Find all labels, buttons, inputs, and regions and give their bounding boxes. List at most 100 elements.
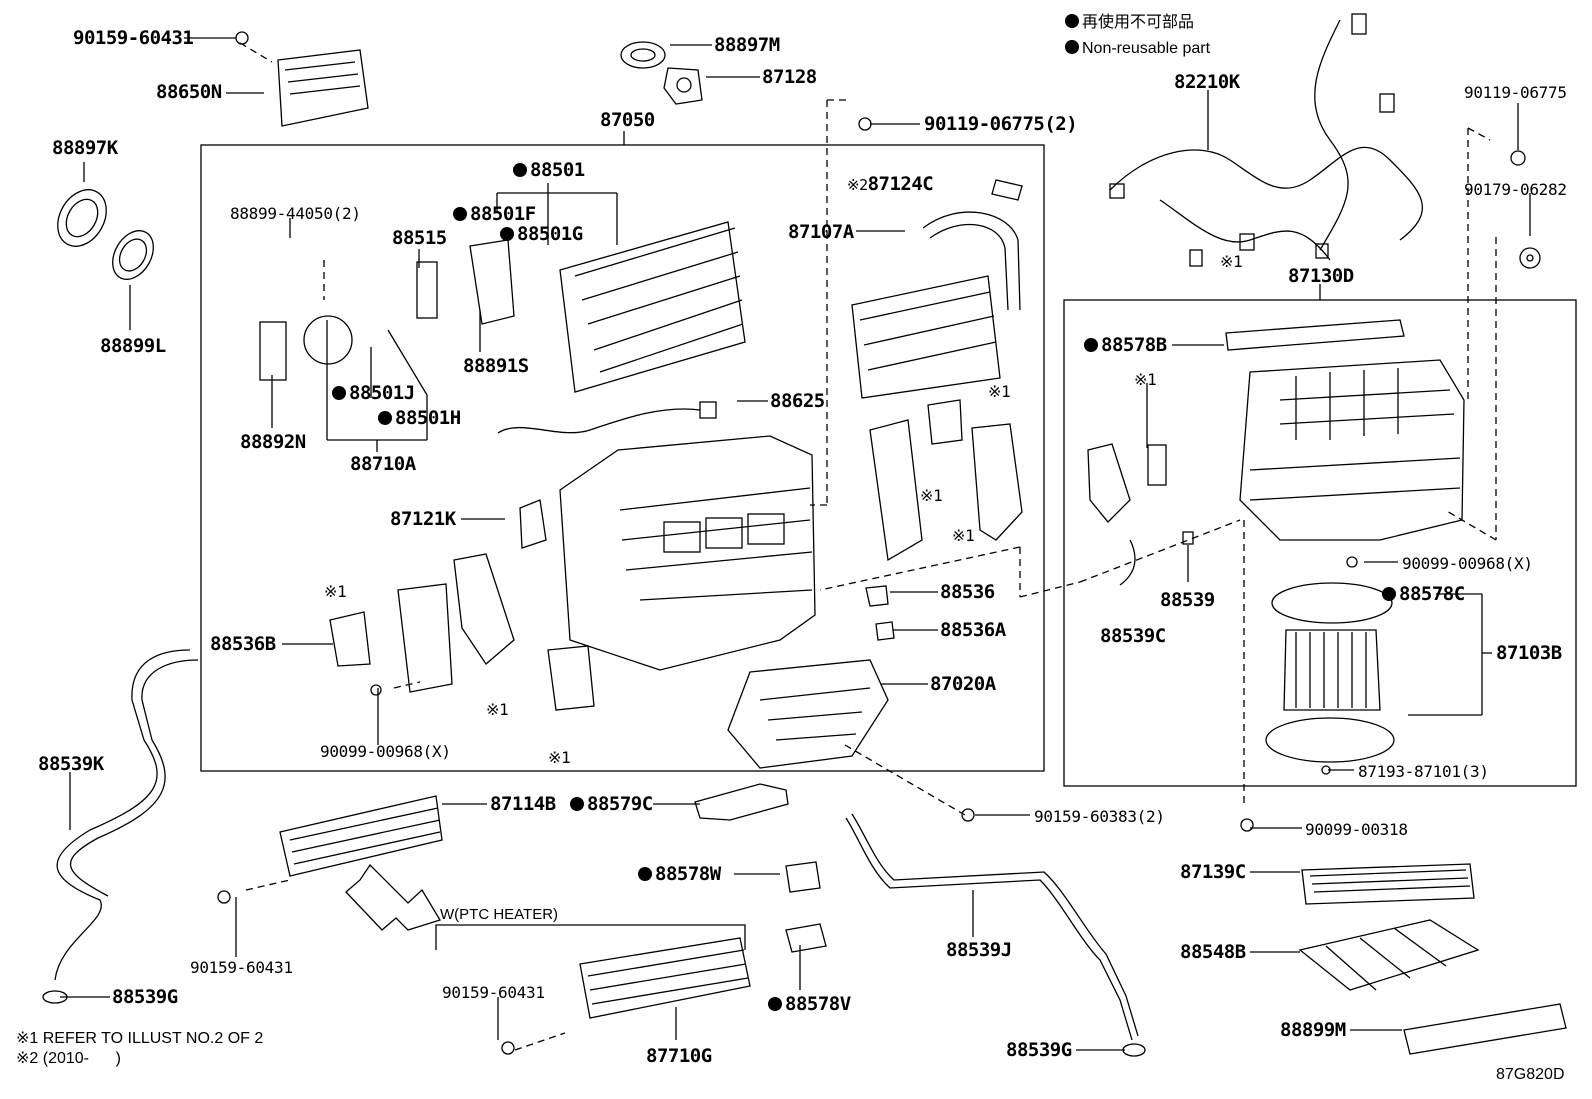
non-reusable-dot-icon (1382, 587, 1396, 601)
legend-en: Non-reusable part (1065, 40, 1210, 58)
part-label-text: 88578W (655, 863, 721, 885)
part-label: 87121K (390, 508, 456, 530)
part-label-text: 88501J (349, 382, 415, 404)
part-label-text: 88578C (1399, 583, 1465, 605)
non-reusable-dot-icon (570, 797, 584, 811)
part-label: 88710A (350, 453, 416, 475)
part-label: 82210K (1174, 71, 1240, 93)
part-label: 87193-87101(3) (1358, 762, 1489, 781)
part-label: 88536 (940, 581, 995, 603)
part-label: 87114B (490, 793, 556, 815)
part-label: 90099-00968(X) (320, 742, 451, 761)
part-label: 90159-60431 (190, 958, 293, 977)
leader-lines (60, 37, 1531, 1051)
part-label-text: 88501H (395, 407, 461, 429)
part-label: 87020A (930, 673, 996, 695)
part-label: 88536B (210, 633, 276, 655)
non-reusable-dot-icon (513, 163, 527, 177)
part-label: 90179-06282 (1464, 180, 1567, 199)
non-reusable-dot-icon (1065, 14, 1079, 28)
dashed-lines (239, 42, 1497, 1051)
part-label: 90159-60383(2) (1034, 807, 1165, 826)
part-label: 88897K (52, 137, 118, 159)
ref-mark: ※1 (324, 582, 347, 601)
part-label: 88539C (1100, 625, 1166, 647)
part-label: 88891S (463, 355, 529, 377)
non-reusable-dot-icon (1065, 40, 1079, 54)
part-label: 90099-00968(X) (1402, 554, 1533, 573)
part-label: 90159-60431 (73, 27, 194, 49)
part-label: 88539G (1006, 1039, 1072, 1061)
part-label-text: 88579C (587, 793, 653, 815)
part-label: 88539 (1160, 589, 1215, 611)
part-label: 88892N (240, 431, 306, 453)
part-label: 88899L (100, 335, 166, 357)
part-label: 90099-00318 (1305, 820, 1408, 839)
footnote-2: ※2 (2010- ) (16, 1050, 121, 1067)
part-label: 88650N (156, 81, 222, 103)
part-label-non-reusable: 88578V (768, 994, 851, 1014)
non-reusable-dot-icon (768, 997, 782, 1011)
part-label: 88515 (392, 227, 447, 249)
part-illustrations (42, 13, 1567, 1057)
part-label-text: 88501 (530, 159, 585, 181)
part-label-text: 88578B (1101, 334, 1167, 356)
part-label: 90119-06775 (1464, 83, 1567, 102)
part-label: 90159-60431 (442, 983, 545, 1002)
part-label: 87107A (788, 221, 854, 243)
part-label: 87103B (1496, 642, 1562, 664)
part-label: 87050 (600, 109, 655, 131)
part-label-text: 88578V (785, 993, 851, 1015)
ref-mark: ※1 (1220, 252, 1243, 271)
non-reusable-dot-icon (453, 207, 467, 221)
footnote-1: ※1 REFER TO ILLUST NO.2 OF 2 (16, 1030, 264, 1047)
part-label: 88539K (38, 753, 104, 775)
part-label: 88899M (1280, 1019, 1346, 1041)
part-label: 87710G (646, 1045, 712, 1067)
legend-en-text: Non-reusable part (1082, 40, 1211, 57)
part-label: 87128 (762, 66, 817, 88)
non-reusable-dot-icon (500, 227, 514, 241)
part-label: 88536A (940, 619, 1006, 641)
part-label: 90119-06775(2) (924, 113, 1078, 135)
part-label: 87139C (1180, 861, 1246, 883)
non-reusable-dot-icon (1084, 338, 1098, 352)
figure-code: 87G820D (1496, 1066, 1565, 1083)
part-label-text: 88501G (517, 223, 583, 245)
non-reusable-dot-icon (378, 411, 392, 425)
part-label-text: 88501F (470, 203, 536, 225)
ref-mark: ※1 (988, 382, 1011, 401)
non-reusable-dot-icon (638, 867, 652, 881)
part-label: 87130D (1288, 265, 1354, 287)
part-label: 88539G (112, 986, 178, 1008)
ref-mark: ※1 (486, 700, 509, 719)
part-label: 88539J (946, 939, 1012, 961)
part-label-non-reusable: 88501 (513, 160, 585, 180)
legend-jp-text: 再使用不可部品 (1082, 14, 1195, 31)
part-label-text: 87124C (867, 173, 934, 195)
part-label: 88548B (1180, 941, 1246, 963)
part-label: 88897M (714, 34, 780, 56)
part-label-non-reusable: 88578C (1382, 584, 1465, 604)
ref-mark: ※1 (1134, 370, 1157, 389)
part-label: 88625 (770, 390, 825, 412)
part-label-non-reusable: 88579C (570, 794, 653, 814)
part-label-non-reusable: 88501J (332, 383, 415, 403)
ref-mark: ※1 (548, 748, 571, 767)
ref-mark: ※1 (920, 486, 943, 505)
non-reusable-dot-icon (332, 386, 346, 400)
legend-jp: 再使用不可部品 (1065, 14, 1194, 32)
part-label-non-reusable: 88578B (1084, 335, 1167, 355)
part-label-non-reusable: 88501F (453, 204, 536, 224)
part-label-non-reusable: 88578W (638, 864, 721, 884)
part-label-non-reusable: 88501H (378, 408, 461, 428)
ref-mark: ※1 (952, 526, 975, 545)
part-label-non-reusable: 88501G (500, 224, 583, 244)
hvac-unit-group-box (200, 144, 1045, 772)
ptc-heater-group-label: W(PTC HEATER) (440, 906, 559, 923)
part-label: 88899-44050(2) (230, 204, 361, 223)
part-label: ※287124C (847, 173, 934, 195)
ref-mark: ※2 (847, 176, 868, 194)
